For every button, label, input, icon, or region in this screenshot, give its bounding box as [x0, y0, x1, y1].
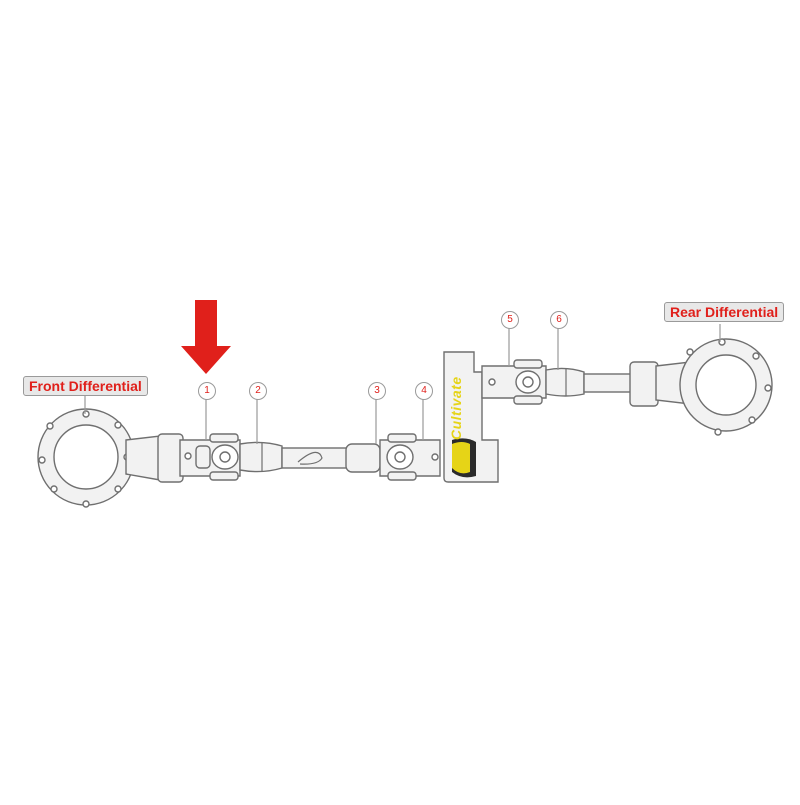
brand-logo-text: Cultivate — [448, 376, 464, 440]
leader-lines — [84, 324, 721, 444]
front-differential-label: Front Differential — [23, 376, 148, 396]
slip-joint-2 — [239, 441, 283, 473]
down-arrow-icon — [181, 300, 231, 374]
u-joint-1 — [179, 433, 241, 481]
marker-6: 6 — [550, 311, 568, 329]
rear-differential-label: Rear Differential — [664, 302, 785, 322]
marker-1: 1 — [198, 382, 216, 400]
rear-shaft — [583, 373, 633, 393]
slip-joint-6 — [545, 367, 585, 397]
carrier-bearing-bracket — [443, 351, 499, 483]
marker-4: 4 — [415, 382, 433, 400]
middle-shaft — [281, 447, 349, 469]
u-joint-5 — [481, 359, 547, 405]
marker-2: 2 — [249, 382, 267, 400]
front-differential — [37, 408, 184, 508]
u-joint-3-4 — [345, 433, 441, 481]
marker-3: 3 — [368, 382, 386, 400]
marker-5: 5 — [501, 311, 519, 329]
rear-differential — [629, 338, 773, 436]
